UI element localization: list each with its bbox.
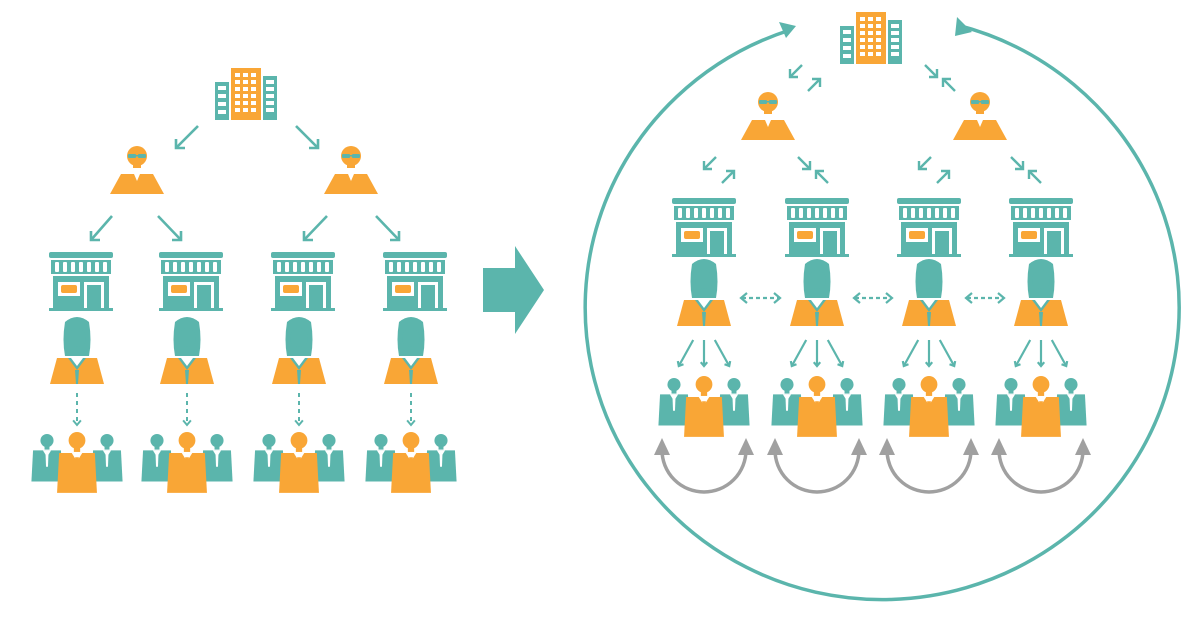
flow-arrow (182, 393, 192, 427)
store-icon (49, 252, 113, 311)
customer-loop (991, 438, 1091, 494)
flow-arrow (174, 125, 199, 150)
cycle-arrowhead (955, 17, 972, 36)
two-way-arrow (924, 64, 956, 92)
flow-arrow (295, 125, 320, 150)
flow-arrow (826, 339, 845, 368)
staff-link-arrow (852, 292, 894, 304)
flow-arrow (72, 393, 82, 427)
transition-arrow (483, 246, 544, 334)
flow-arrow (157, 215, 183, 242)
female-staff-icon (50, 317, 104, 384)
office-building-icon (840, 12, 902, 64)
customer-loop (767, 438, 867, 494)
circular-model (583, 12, 1181, 602)
two-way-arrow (702, 156, 736, 184)
outer-cycle (583, 17, 1181, 602)
store-icon (271, 252, 335, 311)
flow-arrow (938, 339, 957, 368)
flow-arrow (375, 215, 401, 242)
female-staff-icon (902, 259, 956, 326)
customer-group-icon (365, 432, 457, 493)
flow-arrow (924, 340, 934, 368)
store-icon (159, 252, 223, 311)
store-icon (1009, 198, 1073, 257)
two-way-arrow (1010, 156, 1042, 184)
female-staff-icon (677, 259, 731, 326)
customer-group-icon (771, 376, 863, 437)
store-icon (383, 252, 447, 311)
right-arrow-icon (483, 246, 544, 334)
flow-arrow (901, 339, 920, 368)
office-building-icon (215, 68, 277, 120)
flow-arrow (1036, 340, 1046, 368)
store-icon (672, 198, 736, 257)
flow-arrow (1013, 339, 1032, 368)
female-staff-icon (160, 317, 214, 384)
store-icon (897, 198, 961, 257)
customer-group-icon (883, 376, 975, 437)
flow-arrow (89, 215, 113, 242)
flow-arrow (294, 393, 304, 427)
flow-arrow (789, 339, 808, 368)
female-staff-icon (790, 259, 844, 326)
customer-group-icon (253, 432, 345, 493)
hierarchical-model (31, 68, 457, 493)
two-way-arrow (788, 64, 822, 92)
customer-group-icon (31, 432, 123, 493)
manager-icon (324, 146, 378, 194)
flow-arrow (302, 215, 328, 242)
flow-arrow (699, 340, 709, 368)
customer-group-icon (141, 432, 233, 493)
flow-arrow (406, 393, 416, 427)
female-staff-icon (272, 317, 326, 384)
customer-group-icon (995, 376, 1087, 437)
manager-icon (110, 146, 164, 194)
female-staff-icon (1014, 259, 1068, 326)
two-way-arrow (797, 156, 829, 184)
customer-loop (879, 438, 979, 494)
flow-arrow (713, 339, 732, 368)
female-staff-icon (384, 317, 438, 384)
staff-link-arrow (739, 292, 782, 304)
flow-arrow (676, 339, 695, 368)
customer-group-icon (658, 376, 750, 437)
customer-loop (654, 438, 754, 494)
two-way-arrow (917, 156, 951, 184)
cycle-arrowhead (779, 22, 796, 38)
flow-arrow (1050, 339, 1069, 368)
flow-arrow (812, 340, 822, 368)
manager-icon (741, 92, 795, 140)
manager-icon (953, 92, 1007, 140)
store-icon (785, 198, 849, 257)
staff-link-arrow (964, 292, 1006, 304)
